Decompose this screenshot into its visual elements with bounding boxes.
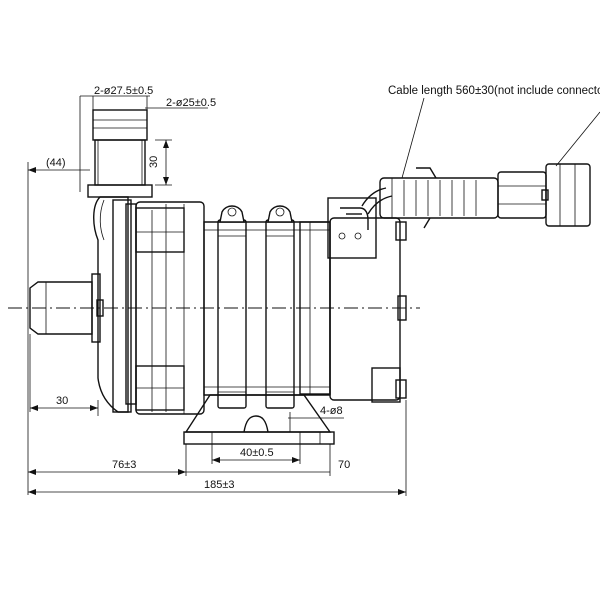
mount-bracket [183, 394, 335, 445]
outlet-height-label: 30 [148, 156, 160, 168]
inlet-pipe [29, 273, 104, 343]
outlet-inner-dia-label: 2-ø25±0.5 [166, 97, 216, 109]
cable-length-note: Cable length 560±30(not include connecto… [388, 85, 600, 97]
outlet-offset-label: (44) [46, 157, 66, 169]
cable-assembly [361, 163, 591, 229]
overall-length-label: 185±3 [204, 479, 235, 491]
outlet-to-mount-label: 76±3 [112, 459, 136, 471]
pump-head [135, 201, 205, 415]
inlet-length-label: 30 [56, 395, 68, 407]
mount-width-label: 70 [338, 459, 350, 471]
dimension-lines [27, 95, 600, 496]
outlet-pipe [87, 109, 153, 198]
end-cap [327, 197, 407, 403]
motor-body [203, 205, 331, 409]
mount-hole-label: 4-ø8 [320, 405, 343, 417]
outlet-outer-dia-label: 2-ø27.5±0.5 [94, 85, 153, 97]
mount-spacing-label: 40±0.5 [240, 447, 274, 459]
